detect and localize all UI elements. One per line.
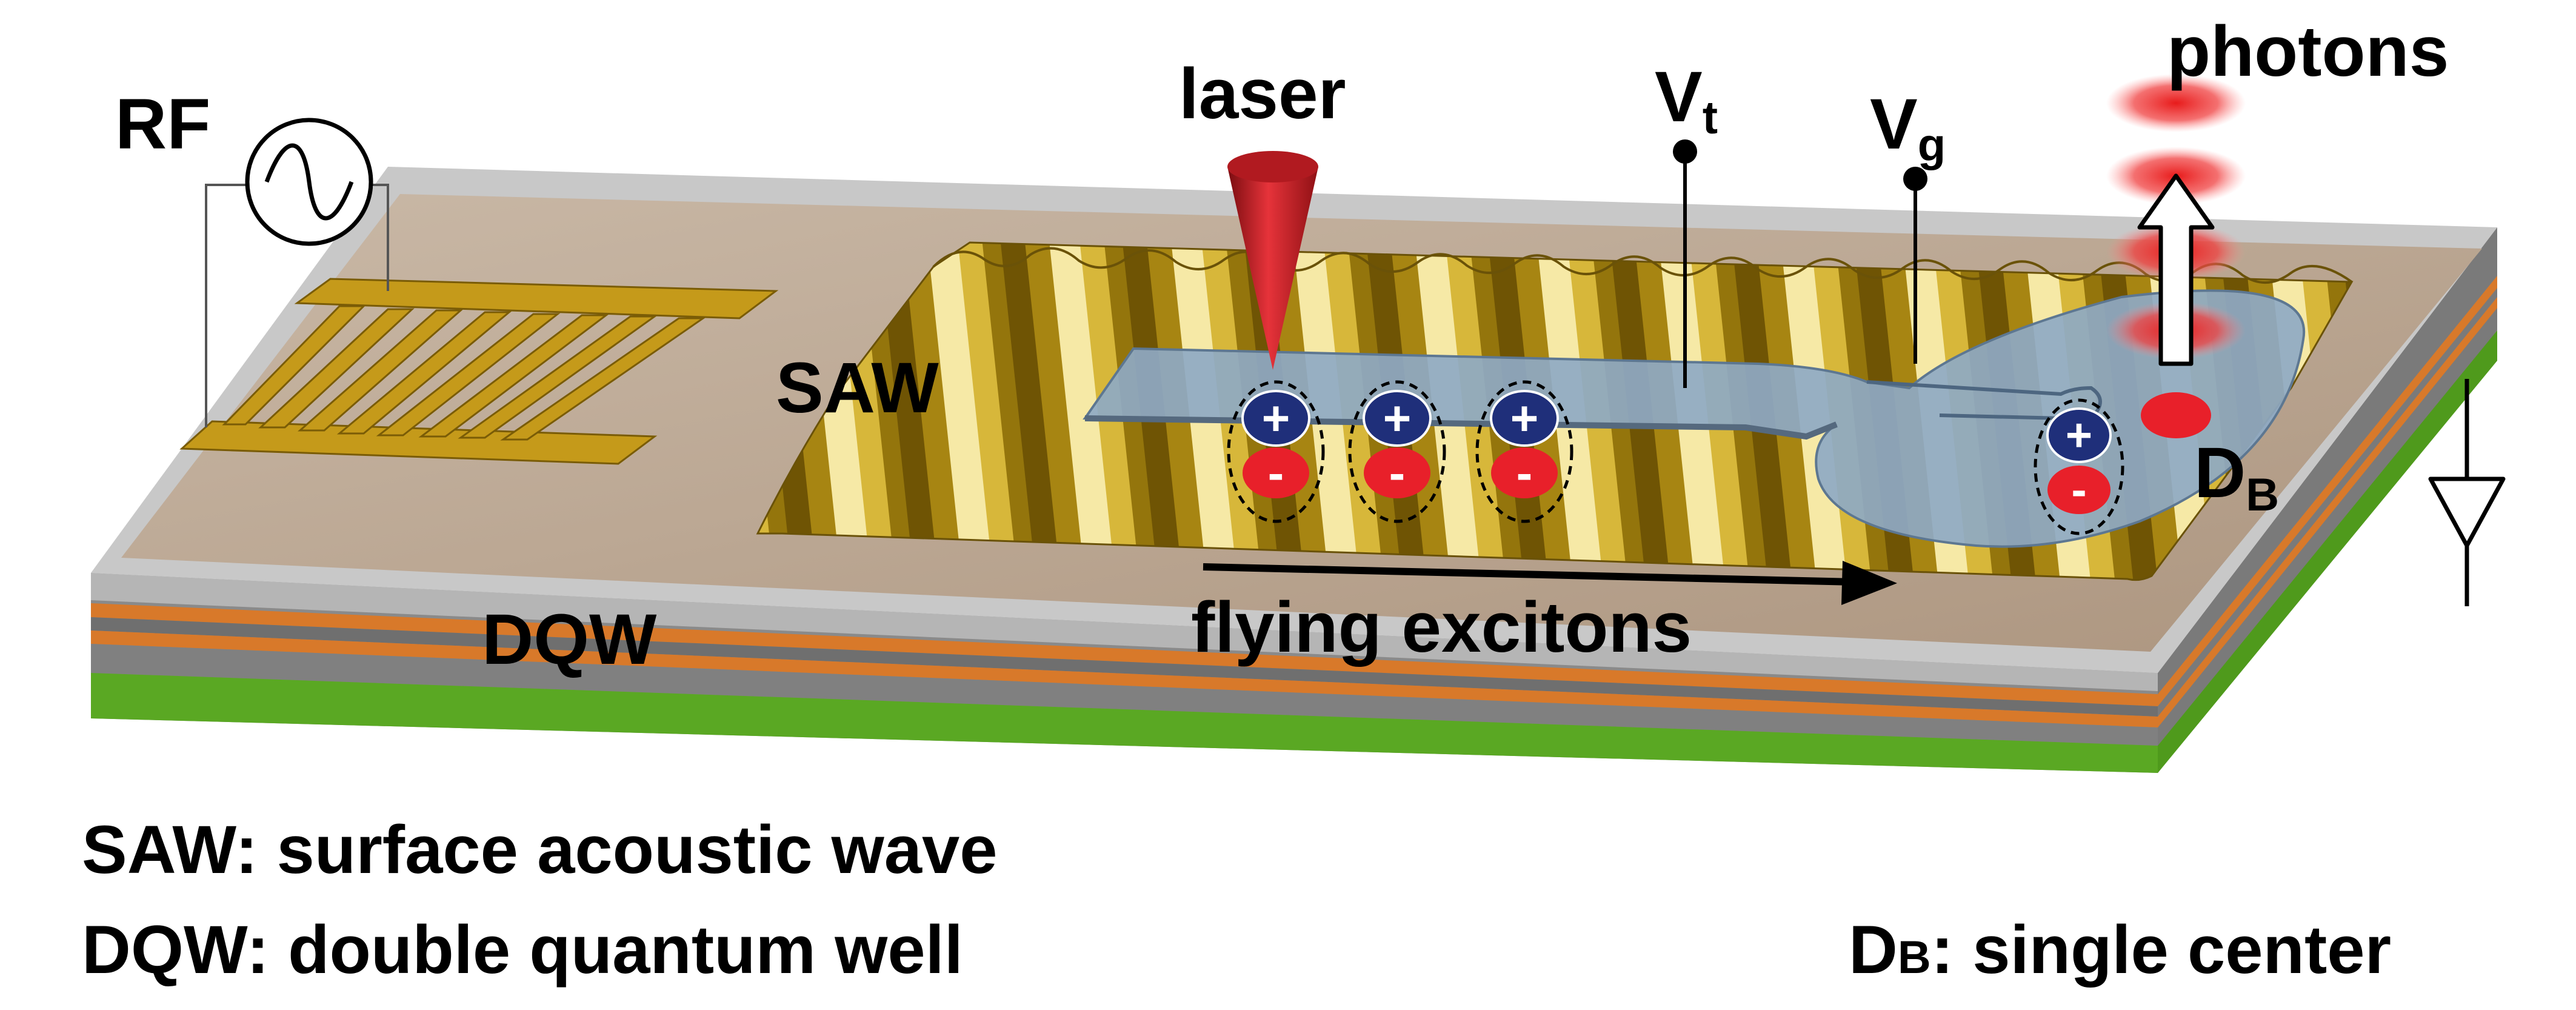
front-gray-low <box>91 644 2158 746</box>
front-orange-1 <box>91 603 2158 706</box>
side-face-right <box>2158 227 2497 773</box>
front-orange-2 <box>91 630 2158 727</box>
side-orange-right-2 <box>2158 297 2497 727</box>
hole-sign: + <box>2066 410 2092 461</box>
electron-sign: - <box>1268 446 1284 500</box>
saw-label: SAW <box>776 348 939 428</box>
sine-source-icon <box>245 118 373 246</box>
single-center-dot <box>2141 392 2211 438</box>
hole-sign: + <box>1262 392 1290 446</box>
hole-sign: + <box>1383 392 1412 446</box>
flying-excitons-label: flying excitons <box>1191 587 1692 667</box>
legend-db: DB: single center <box>1849 912 2391 988</box>
laser-label: laser <box>1179 54 1346 134</box>
electron-marker <box>1364 447 1430 498</box>
hole-sign: + <box>1510 392 1539 446</box>
legend-saw: SAW: surface acoustic wave <box>82 812 998 888</box>
electron-marker <box>1491 447 1558 498</box>
electron-marker <box>1243 447 1309 498</box>
exciton-pair: + - <box>1227 380 1325 523</box>
idt-transducer <box>179 278 779 465</box>
front-gray-mid <box>91 617 2158 717</box>
electron-sign: - <box>1517 446 1533 500</box>
hole-marker <box>1490 390 1559 447</box>
vt-probe <box>1673 139 1697 388</box>
legend-dqw: DQW: double quantum well <box>82 912 963 988</box>
photon-blob <box>2106 74 2246 132</box>
vg-probe <box>1903 167 1927 364</box>
front-green <box>91 673 2158 773</box>
electron-sign: - <box>2071 464 2086 516</box>
exciton-pair: + - <box>2034 398 2124 535</box>
ground-arrow-icon <box>2428 379 2506 606</box>
vt-label: Vt <box>1655 57 1718 144</box>
side-green-right <box>2158 330 2497 773</box>
flying-excitons-arrow <box>1203 561 1897 605</box>
vg-label: Vg <box>1870 84 1946 171</box>
photons-label: photons <box>2167 12 2449 92</box>
laser-cone-icon <box>1227 151 1318 370</box>
hole-marker <box>2046 407 2112 463</box>
exciton-pair: + - <box>1475 380 1573 523</box>
front-gray-top <box>91 573 2158 691</box>
side-orange-right-1 <box>2158 276 2497 706</box>
electron-sign: - <box>1389 446 1406 500</box>
db-label: DB <box>2194 433 2279 521</box>
hole-marker <box>1363 390 1432 447</box>
electron-marker <box>2047 466 2111 514</box>
dqw-label: DQW <box>482 600 657 680</box>
emission-arrow-icon <box>2137 173 2215 366</box>
rf-label: RF <box>115 84 210 164</box>
exciton-pair: + - <box>1348 380 1446 523</box>
hole-marker <box>1241 390 1310 447</box>
